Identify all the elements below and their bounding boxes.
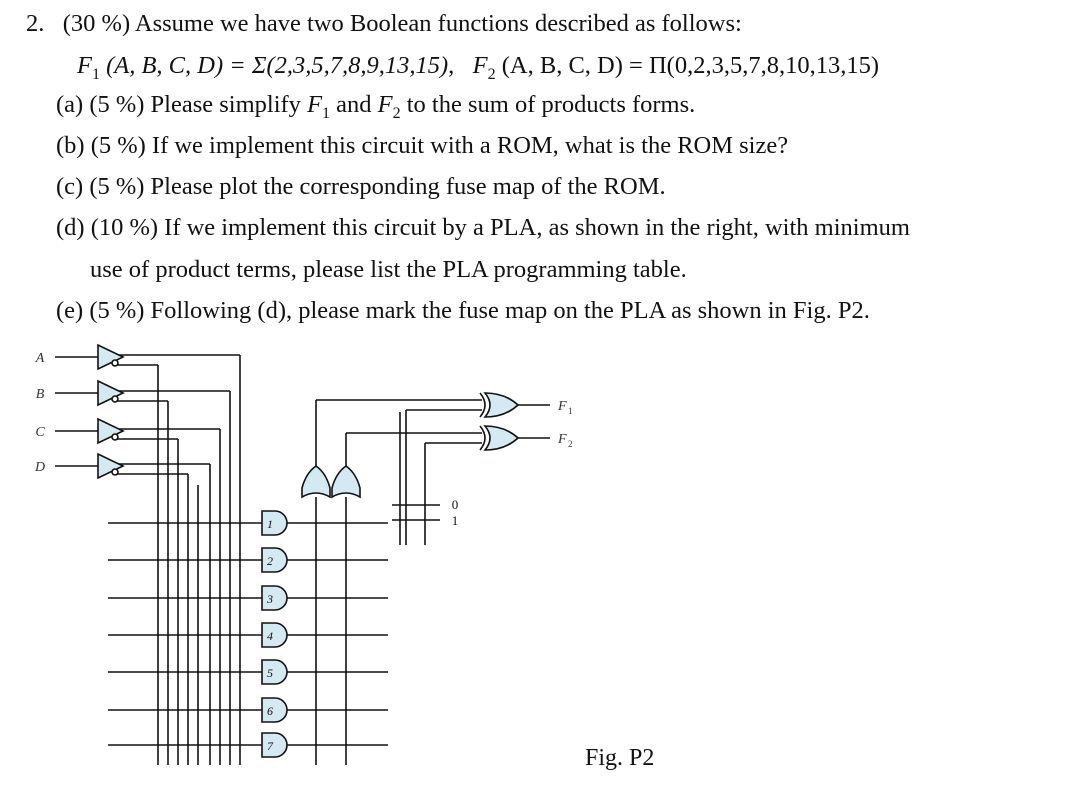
part-a-f1: F — [307, 91, 323, 118]
control-label-1: 1 — [452, 513, 459, 528]
inverter-bubble-c — [111, 433, 119, 441]
inverter-bubble-b — [111, 395, 119, 403]
and-gate-2 — [261, 547, 288, 573]
input-buffer-d — [97, 452, 125, 480]
f2-name: F — [472, 52, 488, 79]
and-gate-label-5: 5 — [267, 666, 273, 680]
and-gate-3 — [261, 585, 288, 611]
f1-subscript: 1 — [91, 65, 100, 83]
output-subscript-f2: 2 — [568, 439, 573, 449]
problem-intro: (30 %) Assume we have two Boolean functi… — [62, 10, 742, 37]
and-gate-7 — [261, 732, 288, 758]
part-a-text-3: to the sum of products forms. — [400, 91, 696, 118]
or-gate-2 — [331, 465, 361, 499]
part-a-f2: F — [377, 91, 393, 118]
and-gate-label-4: 4 — [267, 629, 273, 643]
xor-gate-1 — [483, 392, 520, 418]
input-label-b: B — [36, 387, 45, 402]
f2-subscript: 2 — [487, 65, 496, 83]
f2-definition: (A, B, C, D) = Π(0,2,3,5,7,8,10,13,15) — [495, 52, 879, 79]
xor-gate-back-1 — [479, 392, 486, 418]
part-e: (e) (5 %) Following (d), please mark the… — [56, 297, 870, 324]
and-gate-label-2: 2 — [267, 554, 273, 568]
and-gate-6 — [261, 697, 288, 723]
part-a: (a) (5 %) Please simplify F1 and F2 to t… — [56, 90, 695, 129]
or-gate-1 — [301, 465, 331, 499]
input-label-a: A — [35, 351, 45, 366]
input-buffer-a — [97, 343, 125, 371]
and-gate-4 — [261, 622, 288, 648]
control-label-0: 0 — [452, 497, 459, 512]
and-gate-label-3: 3 — [266, 592, 273, 606]
function-definitions: F1 (A, B, C, D) = Σ(2,3,5,7,8,9,13,15), … — [77, 51, 879, 90]
part-b: (b) (5 %) If we implement this circuit w… — [56, 132, 789, 159]
figure-caption: Fig. P2 — [585, 745, 655, 771]
problem-number: 2. — [26, 10, 45, 37]
f1-definition: (A, B, C, D) = Σ(2,3,5,7,8,9,13,15), — [99, 52, 455, 79]
input-buffer-b — [97, 379, 125, 407]
part-d-line-2: use of product terms, please list the PL… — [90, 256, 687, 283]
and-gate-label-1: 1 — [267, 517, 273, 531]
inverter-bubble-d — [111, 468, 119, 476]
part-d-line-1: (d) (10 %) If we implement this circuit … — [56, 214, 910, 241]
and-gate-label-7: 7 — [267, 739, 274, 753]
inverter-bubble-a — [111, 359, 119, 367]
input-label-c: C — [35, 425, 45, 440]
xor-gate-back-2 — [479, 425, 486, 451]
f1-name: F — [77, 52, 92, 79]
output-label-f2: F — [557, 432, 567, 447]
and-gate-5 — [261, 659, 288, 685]
part-a-text-2: and — [330, 91, 378, 118]
output-subscript-f1: 1 — [568, 406, 573, 416]
output-label-f1: F — [557, 399, 567, 414]
and-gate-label-6: 6 — [267, 704, 273, 718]
input-label-d: D — [34, 460, 45, 475]
part-a-f2-sub: 2 — [392, 104, 401, 122]
input-buffer-c — [97, 417, 125, 445]
and-gate-1 — [261, 510, 288, 536]
xor-gate-2 — [483, 425, 520, 451]
problem-intro-line: 2. (30 %) Assume we have two Boolean fun… — [26, 9, 742, 39]
part-a-f1-sub: 1 — [322, 104, 331, 122]
part-c: (c) (5 %) Please plot the corresponding … — [56, 173, 666, 200]
part-a-text-1: (a) (5 %) Please simplify — [56, 91, 308, 118]
